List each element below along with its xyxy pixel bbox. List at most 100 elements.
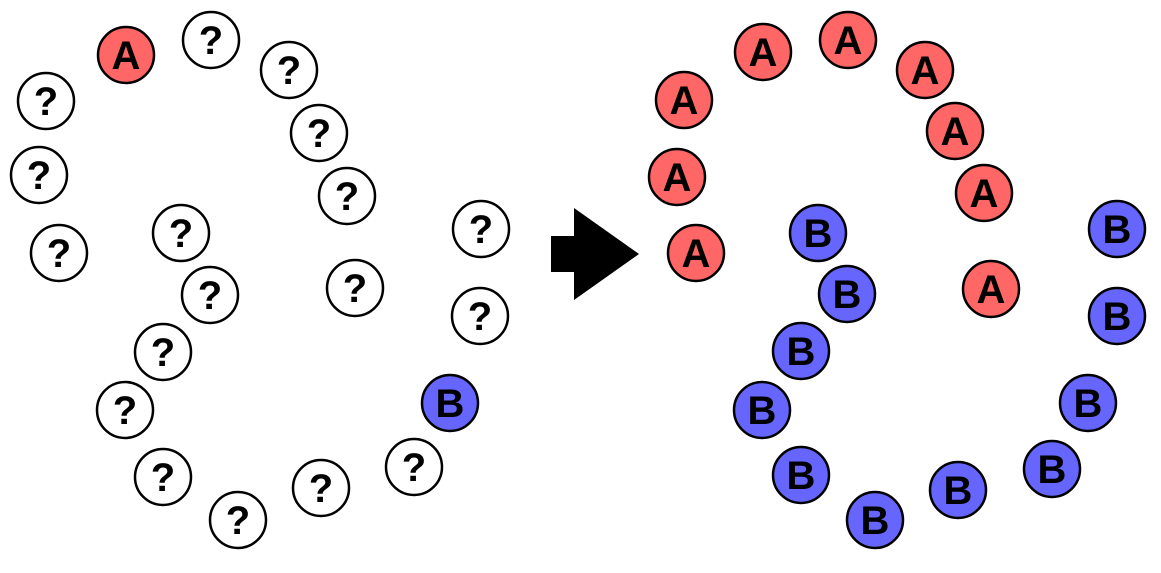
after-node-circle xyxy=(647,147,707,207)
before-node: ? xyxy=(289,103,349,163)
before-node: ? xyxy=(325,258,385,318)
before-node: ? xyxy=(291,458,351,518)
after-node-label: B xyxy=(861,499,890,543)
after-node-circle xyxy=(666,223,726,283)
before-node-circle xyxy=(259,40,319,100)
after-node-circle xyxy=(732,380,792,440)
before-node-circle xyxy=(16,71,76,131)
after-node: A xyxy=(733,22,793,82)
before-node-label: ? xyxy=(169,212,193,256)
after-node-label: A xyxy=(941,110,970,154)
before-node: ? xyxy=(208,490,268,550)
after-node-label: A xyxy=(682,232,711,276)
after-node: B xyxy=(817,264,877,324)
after-node-label: B xyxy=(1038,448,1067,492)
after-node-circle xyxy=(788,203,848,263)
after-node-circle xyxy=(954,163,1014,223)
before-node: ? xyxy=(133,322,193,382)
before-node-label: ? xyxy=(151,331,175,375)
before-node-circle xyxy=(95,380,155,440)
after-node-circle xyxy=(1058,373,1118,433)
after-node: B xyxy=(771,445,831,505)
after-node-circle xyxy=(928,460,988,520)
before-node-circle xyxy=(289,103,349,163)
after-node-label: A xyxy=(970,172,999,216)
after-node-circle xyxy=(895,40,955,100)
before-node-label: B xyxy=(436,382,465,426)
before-node-label: ? xyxy=(468,295,492,339)
before-node-circle xyxy=(96,25,156,85)
before-node: ? xyxy=(450,286,510,346)
before-node: A xyxy=(96,25,156,85)
after-node-circle xyxy=(654,70,714,130)
before-node: ? xyxy=(384,437,444,497)
after-node-circle xyxy=(845,490,905,550)
after-node: B xyxy=(1087,286,1147,346)
after-node-label: B xyxy=(787,454,816,498)
before-node-circle xyxy=(181,10,241,70)
after-node: B xyxy=(845,490,905,550)
after-node-label: B xyxy=(1103,295,1132,339)
before-node-label: ? xyxy=(343,267,367,311)
after-node: B xyxy=(1022,439,1082,499)
after-node-label: A xyxy=(911,49,940,93)
before-node-circle xyxy=(9,145,69,205)
before-node: ? xyxy=(95,380,155,440)
after-node: A xyxy=(925,101,985,161)
after-node: B xyxy=(1058,373,1118,433)
after-node-circle xyxy=(733,22,793,82)
before-node-label: ? xyxy=(335,175,359,219)
before-node-circle xyxy=(325,258,385,318)
before-node-label: ? xyxy=(469,208,493,252)
before-node-label: ? xyxy=(199,19,223,63)
before-node-circle xyxy=(317,166,377,226)
before-node-label: ? xyxy=(27,154,51,198)
after-node: A xyxy=(954,163,1014,223)
before-node-label: ? xyxy=(309,467,333,511)
after-node: A xyxy=(895,40,955,100)
before-node: ? xyxy=(133,447,193,507)
after-node-circle xyxy=(817,264,877,324)
after-node-circle xyxy=(1022,439,1082,499)
before-node-circle xyxy=(384,437,444,497)
after-node-circle xyxy=(1087,199,1147,259)
before-node: ? xyxy=(151,203,211,263)
before-node-circle xyxy=(133,447,193,507)
before-node-circle xyxy=(29,223,89,283)
before-node-label: ? xyxy=(307,112,331,156)
before-node-circle xyxy=(133,322,193,382)
arrow-shape xyxy=(551,208,639,300)
before-node: ? xyxy=(29,223,89,283)
after-node-circle xyxy=(771,321,831,381)
before-node-circle xyxy=(451,199,511,259)
after-node-circle xyxy=(961,259,1021,319)
after-node: A xyxy=(666,223,726,283)
before-node-circle xyxy=(151,203,211,263)
after-node-circle xyxy=(925,101,985,161)
after-node: B xyxy=(771,321,831,381)
after-node-label: A xyxy=(834,19,863,63)
before-node-label: ? xyxy=(402,446,426,490)
before-node-label: ? xyxy=(226,499,250,543)
after-node-circle xyxy=(1087,286,1147,346)
before-node: B xyxy=(420,373,480,433)
before-node-circle xyxy=(420,373,480,433)
before-node: ? xyxy=(181,10,241,70)
before-node-label: ? xyxy=(151,456,175,500)
after-node-circle xyxy=(818,10,878,70)
before-node-label: ? xyxy=(277,49,301,93)
before-node: ? xyxy=(9,145,69,205)
before-panel: A?????????????????B? xyxy=(9,10,511,550)
before-node-label: A xyxy=(112,34,141,78)
before-node: ? xyxy=(180,265,240,325)
before-node-label: ? xyxy=(47,232,71,276)
after-node-label: B xyxy=(748,389,777,433)
after-node-label: A xyxy=(977,268,1006,312)
before-node-label: ? xyxy=(198,274,222,318)
before-node-circle xyxy=(450,286,510,346)
before-node-label: ? xyxy=(113,389,137,433)
before-node: ? xyxy=(259,40,319,100)
